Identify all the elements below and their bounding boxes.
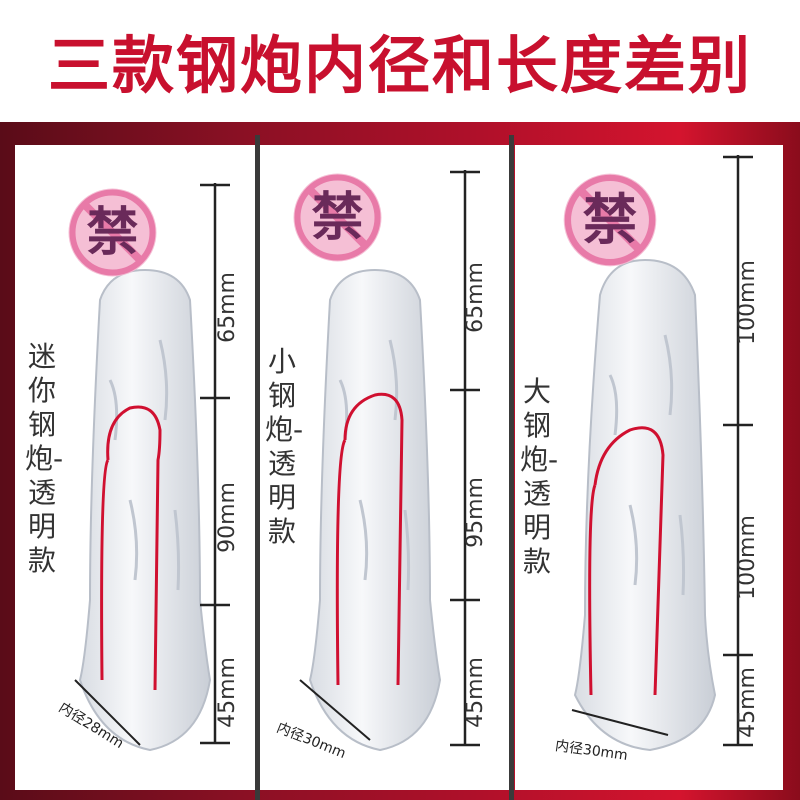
segment-length-label: 45mm	[734, 667, 760, 738]
segment-length-label: 45mm	[214, 657, 240, 728]
censored-prohibition-icon: 禁	[293, 173, 382, 262]
page-title: 三款钢炮内径和长度差别	[47, 29, 752, 102]
segment-length-label: 45mm	[462, 657, 488, 728]
svg-text:禁: 禁	[86, 203, 138, 263]
panel-divider	[255, 135, 260, 800]
diameter-indicator	[571, 709, 669, 736]
svg-text:禁: 禁	[583, 187, 638, 251]
censored-prohibition-icon: 禁	[563, 173, 657, 267]
product-name-label: 小钢炮-透明款	[265, 345, 304, 548]
svg-text:禁: 禁	[311, 188, 363, 248]
length-ruler	[723, 155, 753, 747]
product-image-2	[308, 268, 442, 752]
diameter-indicator	[74, 679, 141, 746]
segment-length-label: 100mm	[734, 515, 760, 600]
product-name-label: 大钢炮-透明款	[520, 375, 559, 578]
length-ruler	[450, 170, 480, 747]
length-ruler	[200, 183, 230, 745]
panel-divider	[509, 135, 514, 800]
product-name-label: 迷你钢炮-透明款	[25, 340, 64, 577]
censored-prohibition-icon: 禁	[68, 188, 157, 277]
segment-length-label: 100mm	[734, 260, 760, 345]
product-image-3	[573, 258, 717, 752]
diameter-indicator	[299, 679, 371, 741]
segment-length-label: 65mm	[462, 262, 488, 333]
segment-length-label: 90mm	[214, 482, 240, 553]
segment-length-label: 95mm	[462, 477, 488, 548]
product-image-1	[78, 268, 212, 752]
segment-length-label: 65mm	[214, 272, 240, 343]
